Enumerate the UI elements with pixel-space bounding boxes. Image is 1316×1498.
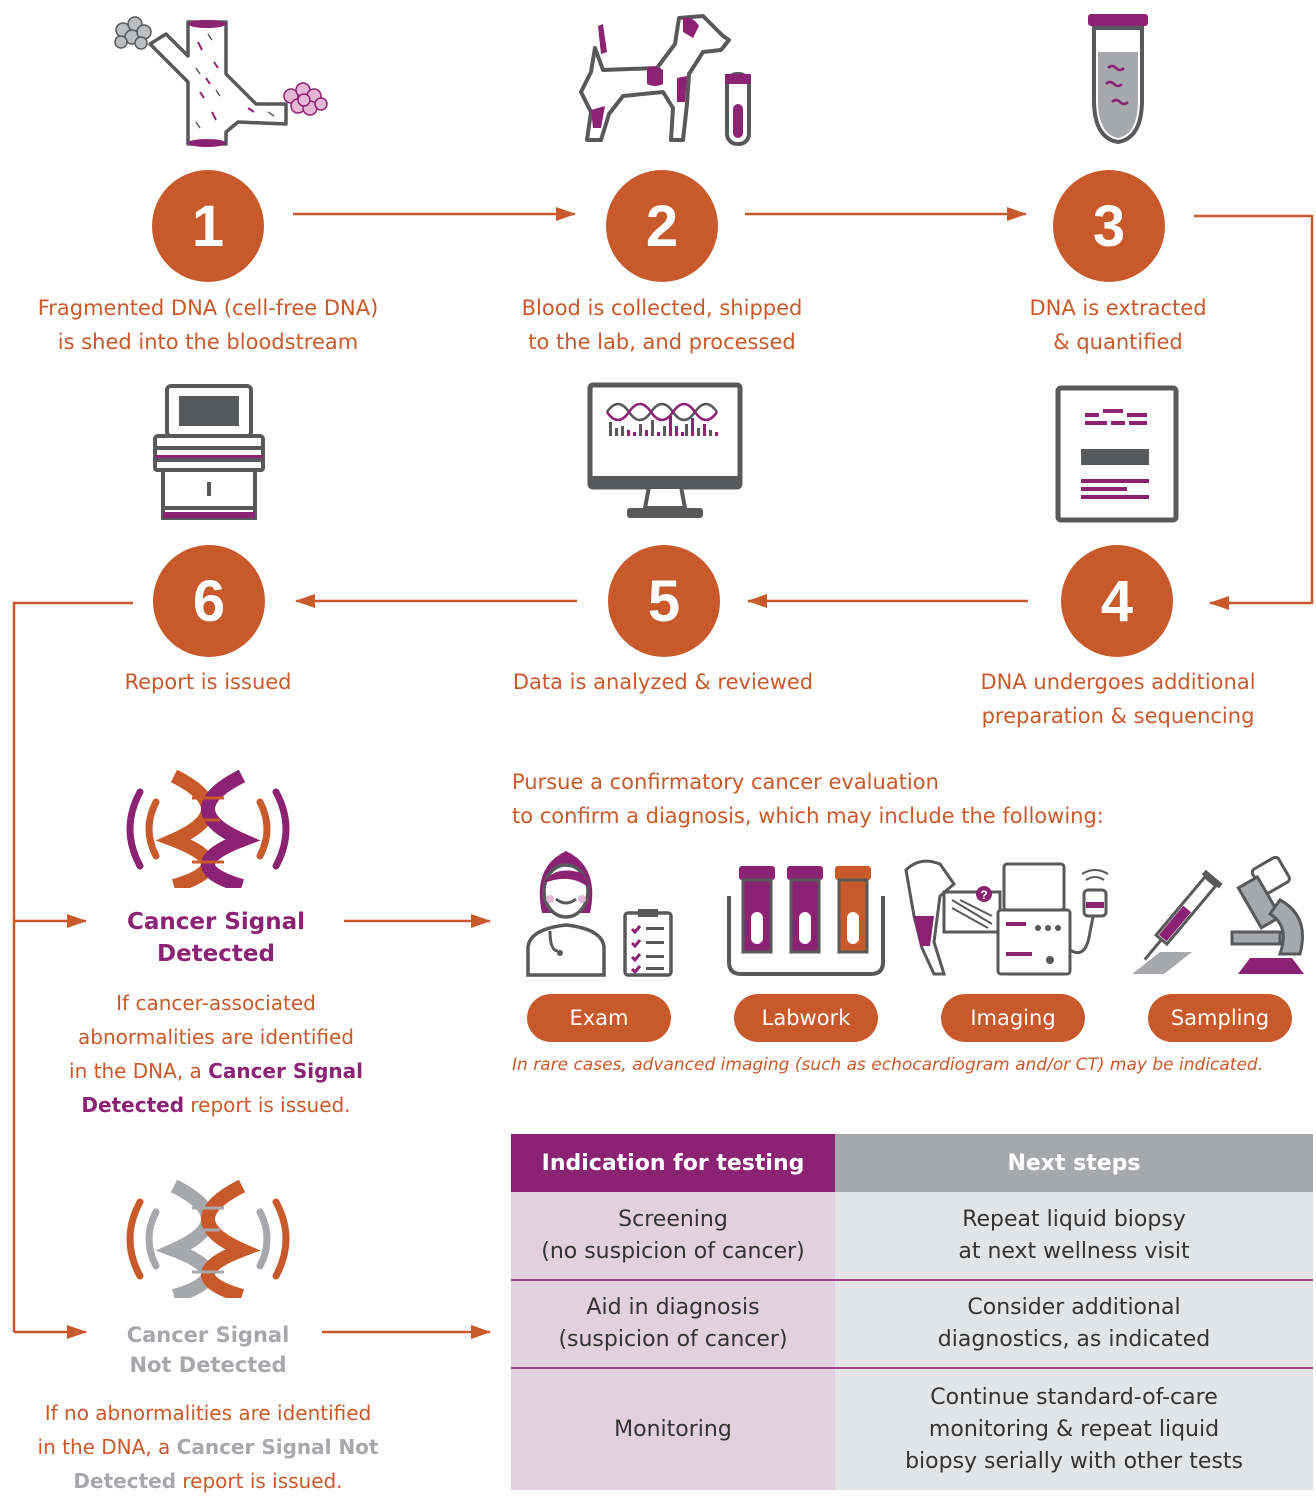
header-next-steps: Next steps	[835, 1134, 1313, 1192]
table-row: Monitoring Continue standard-of-care mon…	[511, 1367, 1313, 1490]
table-row: Screening (no suspicion of cancer) Repea…	[511, 1192, 1313, 1280]
para-bold: Detected	[81, 1093, 185, 1117]
para-text: in the DNA, a	[69, 1059, 209, 1083]
table-cell-next: Consider additional diagnostics, as indi…	[835, 1279, 1313, 1368]
option-exam-button[interactable]: Exam	[527, 994, 671, 1042]
step-1-line: is shed into the bloodstream	[57, 330, 359, 354]
step-5-line: Data is analyzed & reviewed	[512, 670, 814, 694]
sequencer-document-icon	[1055, 385, 1179, 523]
step-1-line: Fragmented DNA (cell-free DNA)	[37, 296, 379, 320]
cell-line: Repeat liquid biopsy	[962, 1206, 1186, 1232]
para-bold: Detected	[73, 1469, 177, 1493]
cancer-signal-notdetected-title: Cancer Signal Not Detected	[92, 1320, 324, 1380]
cell-line: at next wellness visit	[958, 1238, 1190, 1264]
dna-signal-detected-icon	[126, 770, 290, 888]
monitor-dna-icon	[587, 382, 743, 518]
option-imaging-button[interactable]: Imaging	[941, 994, 1085, 1042]
notdetected-description: If no abnormalities are identified in th…	[20, 1396, 396, 1498]
arrow-3-4	[1194, 214, 1314, 610]
title-line: Cancer Signal	[126, 1323, 290, 1347]
table-cell-indication: Screening (no suspicion of cancer)	[511, 1192, 835, 1280]
para-line: in the DNA, a Cancer Signal	[40, 1054, 392, 1088]
table-cell-next: Continue standard-of-care monitoring & r…	[835, 1367, 1313, 1490]
step-circle-2: 2	[606, 170, 718, 282]
para-line: Detected report is issued.	[20, 1464, 396, 1498]
blood-tube-icon	[1088, 14, 1148, 145]
cell-line: Consider additional	[967, 1295, 1181, 1320]
para-line: in the DNA, a Cancer Signal Not	[20, 1430, 396, 1464]
advanced-imaging-note: In rare cases, advanced imaging (such as…	[512, 1055, 1264, 1075]
para-line: Detected report is issued.	[40, 1088, 392, 1122]
step-circle-5: 5	[608, 545, 720, 657]
step-text-2: Blood is collected, shipped to the lab, …	[500, 291, 824, 359]
table-cell-next: Repeat liquid biopsy at next wellness vi…	[835, 1192, 1313, 1280]
para-line: If no abnormalities are identified	[44, 1401, 372, 1425]
title-line: Detected	[157, 941, 275, 967]
lab-instrument-icon	[153, 384, 265, 520]
step-text-1: Fragmented DNA (cell-free DNA) is shed i…	[28, 291, 388, 359]
step-circle-3: 3	[1053, 170, 1165, 282]
cell-line: monitoring & repeat liquid	[928, 1416, 1220, 1442]
cancer-signal-detected-title: Cancer Signal Detected	[100, 906, 332, 970]
step-3-line: DNA is extracted	[1029, 296, 1207, 320]
step-circle-4: 4	[1061, 545, 1173, 657]
syringe-microscope-icon	[1132, 856, 1304, 974]
xray-ultrasound-icon: ?	[904, 859, 1109, 976]
dna-signal-notdetected-icon	[126, 1180, 290, 1298]
para-line: If cancer-associated	[116, 991, 316, 1015]
cell-line: Continue standard-of-care	[930, 1384, 1218, 1410]
para-text: report is issued.	[176, 1469, 343, 1493]
step-4-line: preparation & sequencing	[981, 704, 1255, 728]
table-row: Aid in diagnosis (suspicion of cancer) C…	[511, 1279, 1313, 1368]
step-3-line: & quantified	[1053, 330, 1183, 354]
title-line: Cancer Signal	[126, 909, 306, 935]
cell-line: Monitoring	[614, 1416, 732, 1442]
cell-line: Screening	[618, 1206, 728, 1232]
confirm-line: to confirm a diagnosis, which may includ…	[512, 804, 1104, 828]
para-bold: Cancer Signal	[208, 1059, 363, 1083]
confirm-line: Pursue a confirmatory cancer evaluation	[512, 770, 939, 794]
cell-line: (suspicion of cancer)	[558, 1327, 788, 1352]
arrow-6-branch	[12, 601, 133, 1332]
vet-doctor-icon	[526, 851, 673, 977]
step-text-6: Report is issued	[100, 665, 316, 699]
step-2-line: Blood is collected, shipped	[521, 296, 803, 320]
para-text: in the DNA, a	[37, 1435, 177, 1459]
step-text-3: DNA is extracted & quantified	[1010, 291, 1226, 359]
para-text: report is issued.	[184, 1093, 351, 1117]
detected-description: If cancer-associated abnormalities are i…	[40, 986, 392, 1122]
blood-vessel-icon	[114, 16, 328, 147]
svg-text:?: ?	[980, 888, 987, 902]
option-sampling-button[interactable]: Sampling	[1148, 994, 1292, 1042]
cell-line: biopsy serially with other tests	[905, 1448, 1243, 1474]
step-text-5: Data is analyzed & reviewed	[500, 665, 826, 699]
blood-tubes-rack-icon	[727, 866, 885, 976]
table-cell-indication: Monitoring	[511, 1367, 835, 1490]
para-line: abnormalities are identified	[78, 1025, 354, 1049]
option-labwork-button[interactable]: Labwork	[734, 994, 878, 1042]
cell-line: Aid in diagnosis	[586, 1295, 760, 1320]
para-bold: Cancer Signal Not	[176, 1435, 379, 1459]
step-2-line: to the lab, and processed	[528, 330, 796, 354]
dog-icon	[579, 14, 751, 146]
confirm-heading: Pursue a confirmatory cancer evaluation …	[512, 765, 1104, 833]
step-circle-6: 6	[153, 545, 265, 657]
title-line: Not Detected	[129, 1353, 287, 1377]
step-4-line: DNA undergoes additional	[980, 670, 1256, 694]
step-6-line: Report is issued	[124, 670, 292, 694]
cell-line: (no suspicion of cancer)	[541, 1238, 805, 1264]
table-cell-indication: Aid in diagnosis (suspicion of cancer)	[511, 1279, 835, 1368]
step-text-4: DNA undergoes additional preparation & s…	[960, 665, 1276, 733]
header-indication: Indication for testing	[511, 1134, 835, 1192]
step-circle-1: 1	[152, 170, 264, 282]
indication-table: Indication for testing Next steps Screen…	[511, 1134, 1313, 1490]
cell-line: diagnostics, as indicated	[937, 1327, 1211, 1352]
